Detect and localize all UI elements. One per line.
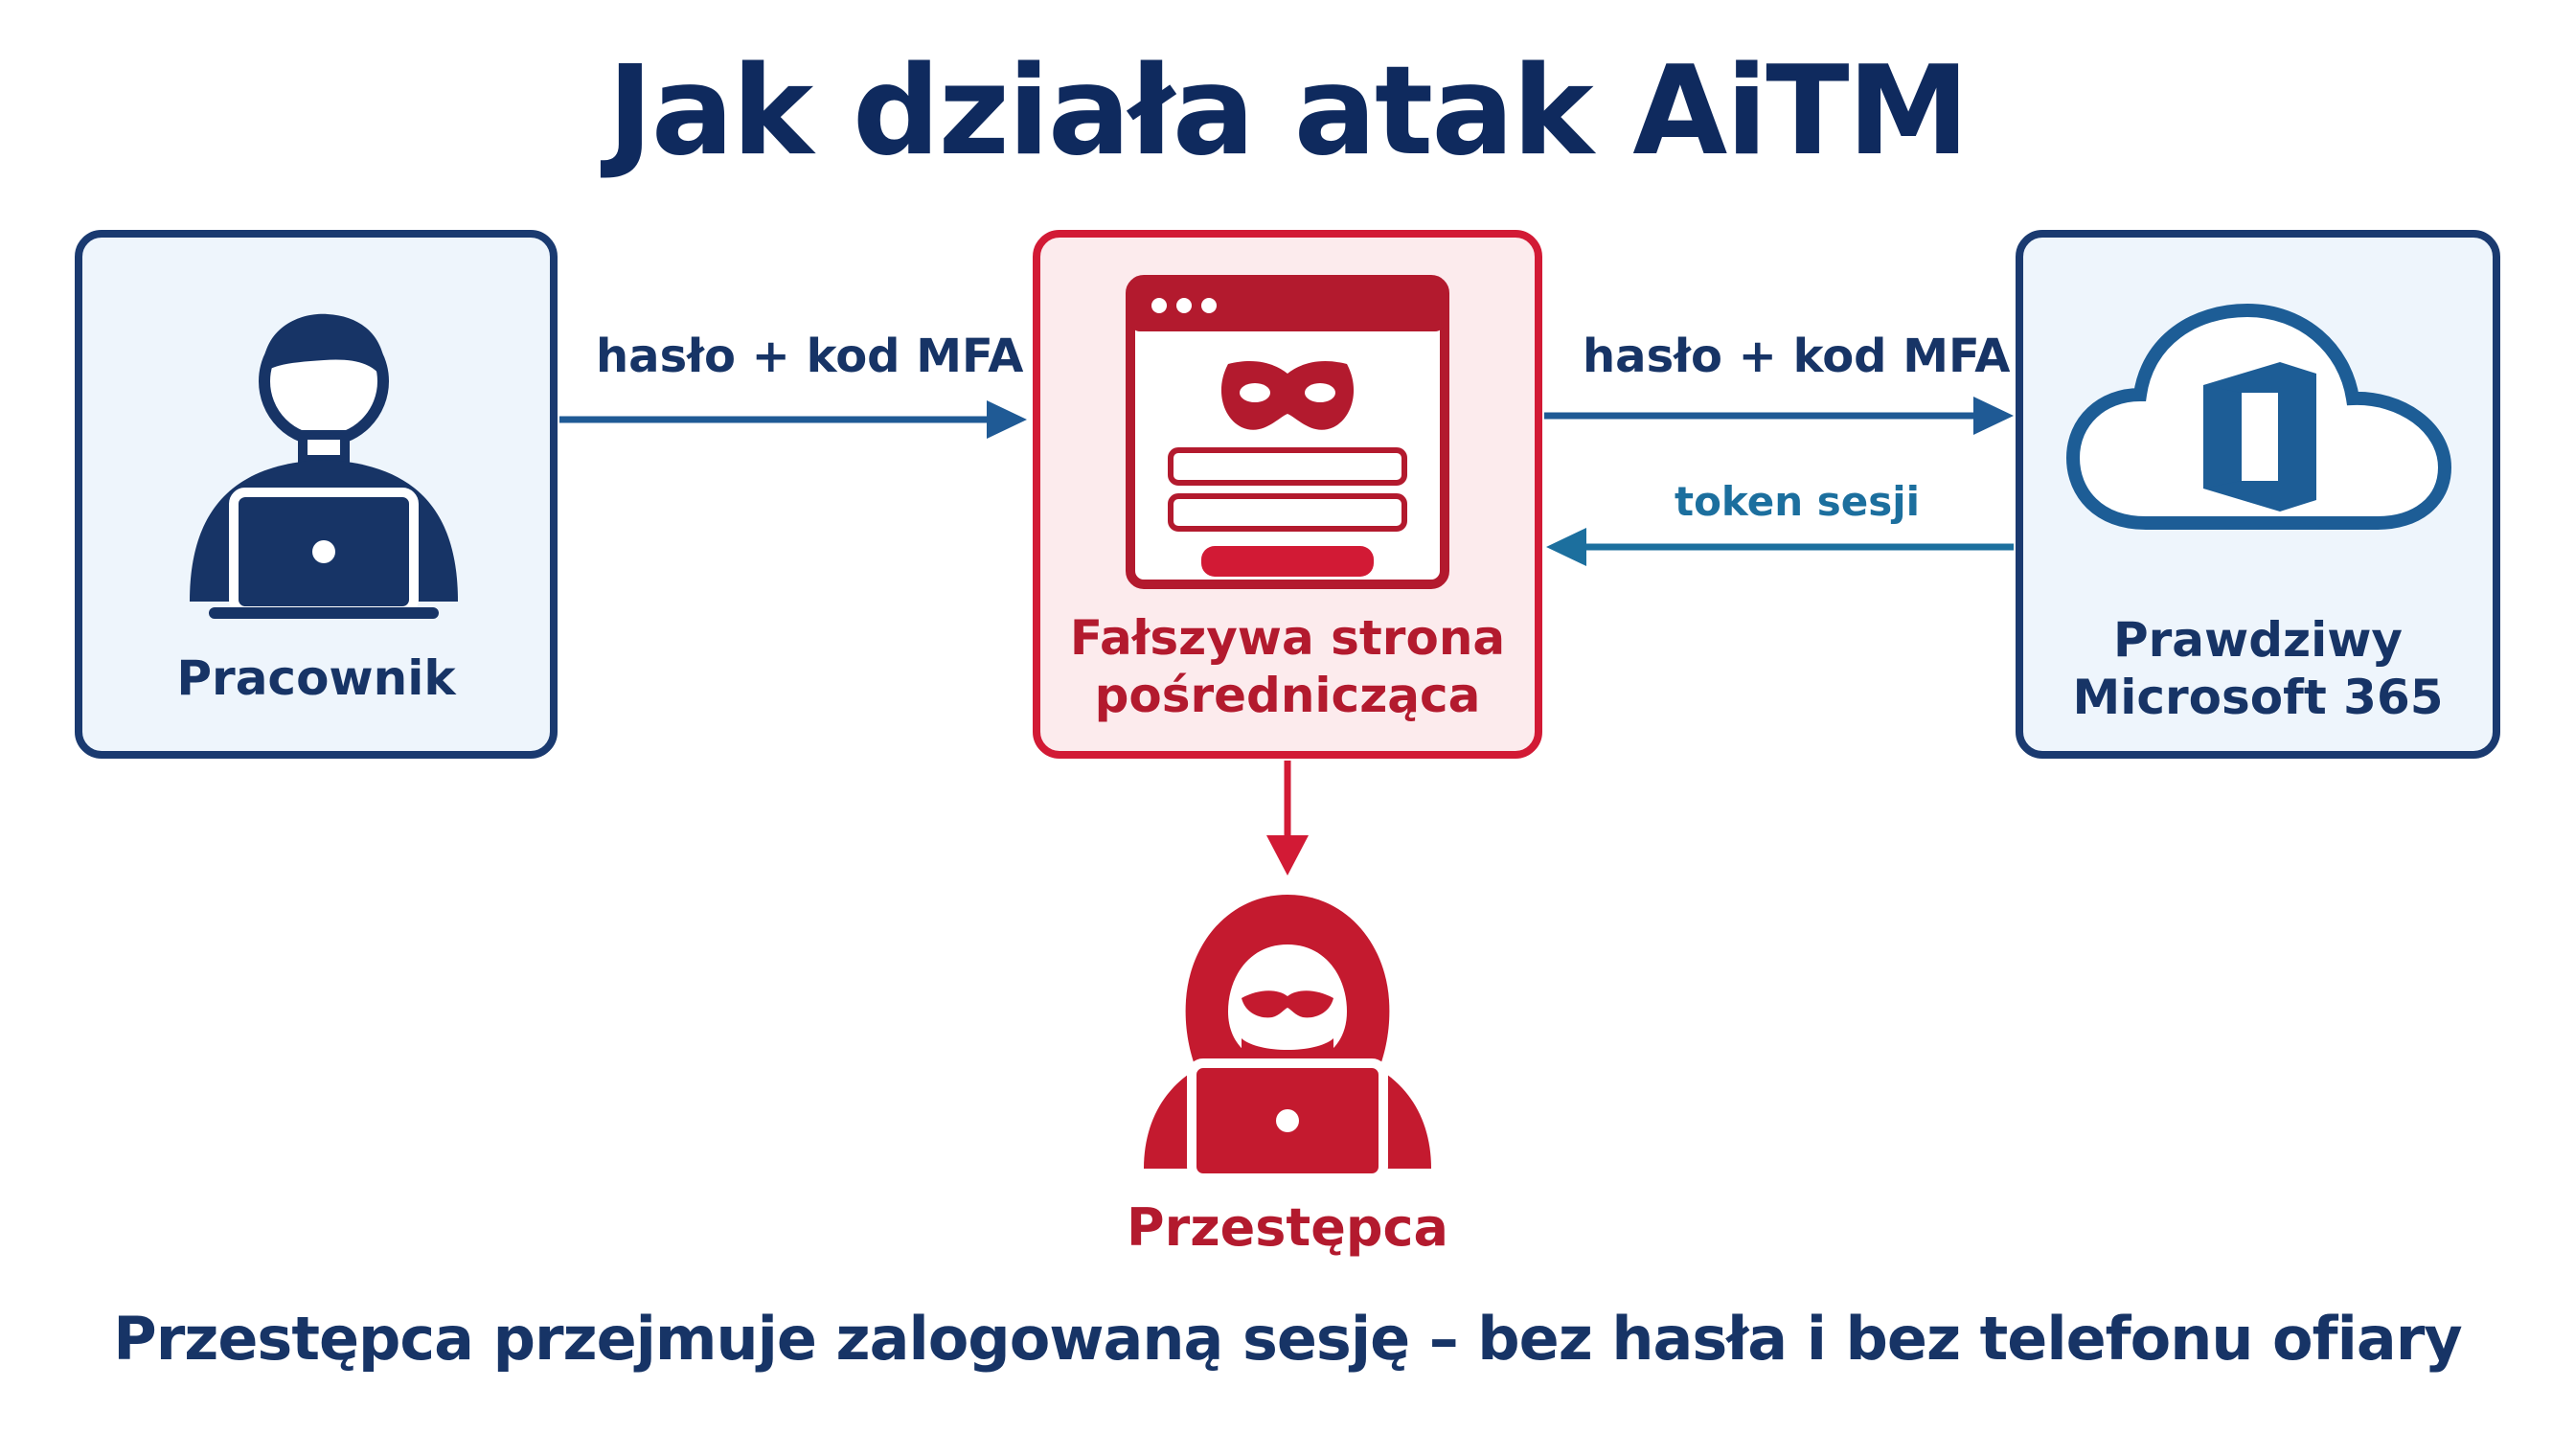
edge-label-session-token: token sesji	[1675, 478, 1921, 525]
caption: Przestępca przejmuje zalogowaną sesję – …	[113, 1304, 2462, 1374]
microsoft-node: Prawdziwy Microsoft 365	[2016, 230, 2500, 759]
hooded-hacker-icon	[1144, 895, 1431, 1182]
arrow-employee-to-proxy	[559, 400, 1027, 439]
employee-node: Pracownik	[75, 230, 558, 759]
edge-label-proxy-to-microsoft: hasło + kod MFA	[1583, 330, 2011, 383]
criminal-label: Przestępca	[1127, 1197, 1448, 1258]
arrow-proxy-to-criminal	[1266, 761, 1309, 876]
proxy-node: Fałszywa strona pośrednicząca	[1033, 230, 1542, 759]
person-laptop-icon	[190, 313, 458, 619]
employee-label: Pracownik	[176, 650, 456, 706]
page-title: Jak działa atak AiTM	[607, 40, 1970, 183]
edge-label-employee-to-proxy: hasło + kod MFA	[596, 330, 1024, 383]
microsoft-label-line2: Microsoft 365	[2072, 670, 2444, 725]
microsoft-label-line1: Prawdziwy	[2112, 612, 2404, 668]
proxy-label-line2: pośrednicząca	[1094, 668, 1481, 723]
proxy-label-line1: Fałszywa strona	[1069, 610, 1506, 666]
arrow-proxy-to-microsoft	[1544, 397, 2014, 435]
masked-login-page-icon	[1126, 275, 1449, 589]
cloud-office-icon	[2065, 303, 2452, 530]
arrow-microsoft-to-proxy	[1546, 528, 2014, 566]
